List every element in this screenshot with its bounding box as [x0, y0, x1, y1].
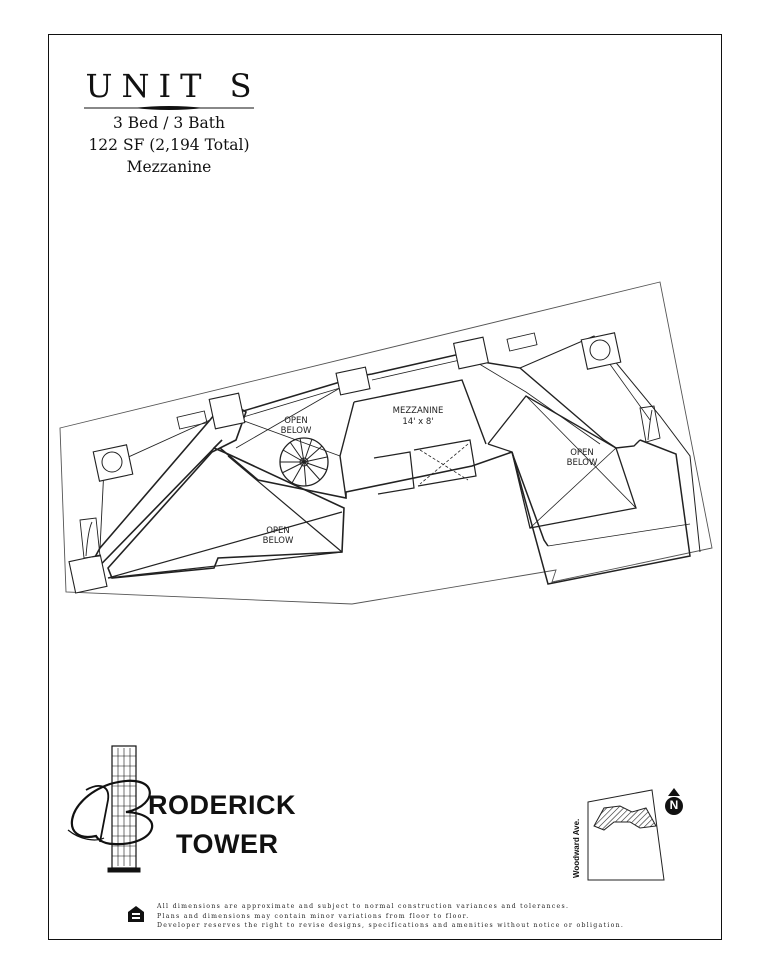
key-map	[587, 789, 665, 881]
open-below-label-1: OPEN BELOW	[280, 416, 312, 436]
spiral-stair	[279, 437, 329, 487]
title-underline	[84, 106, 254, 110]
open-below-label-3: OPEN BELOW	[566, 448, 598, 468]
tower-logo-icon	[107, 745, 141, 873]
central-section	[219, 353, 513, 499]
disclaimer-line-2: Plans and dimensions may contain minor v…	[157, 912, 470, 920]
north-arrow-icon	[665, 788, 683, 815]
disclaimer-line-1: All dimensions are approximate and subje…	[157, 903, 570, 910]
right-wing	[469, 335, 701, 585]
mezzanine-size-label: 14' x 8'	[402, 417, 434, 427]
brand-word-broderick: BRODERICK	[148, 790, 296, 821]
unit-title-block: UNIT S 3 Bed / 3 Bath 122 SF (2,194 Tota…	[60, 68, 278, 178]
round-fixtures	[101, 339, 611, 473]
script-b-logo-icon	[67, 779, 154, 846]
disclaimer-line-3: Developer reserves the right to revise d…	[157, 922, 625, 929]
building-outline	[59, 281, 713, 605]
unit-level: Mezzanine	[126, 158, 212, 176]
unit-area: 122 SF (2,194 Total)	[88, 136, 250, 154]
unit-title: UNIT S	[85, 67, 261, 105]
beds-baths: 3 Bed / 3 Bath	[113, 114, 225, 132]
page-frame	[48, 34, 722, 940]
window-bays	[79, 332, 661, 559]
street-label: Woodward Ave.	[572, 818, 581, 878]
mezzanine-label: MEZZANINE	[392, 406, 444, 416]
north-label: N	[669, 798, 679, 812]
brand-word-rest: RODERICK	[148, 790, 297, 820]
piers	[68, 332, 622, 594]
open-below-label-2: OPEN BELOW	[262, 526, 294, 546]
equal-housing-icon	[128, 906, 144, 922]
disclaimer: All dimensions are approximate and subje…	[157, 902, 677, 931]
brand-word-tower: TOWER	[176, 829, 279, 859]
